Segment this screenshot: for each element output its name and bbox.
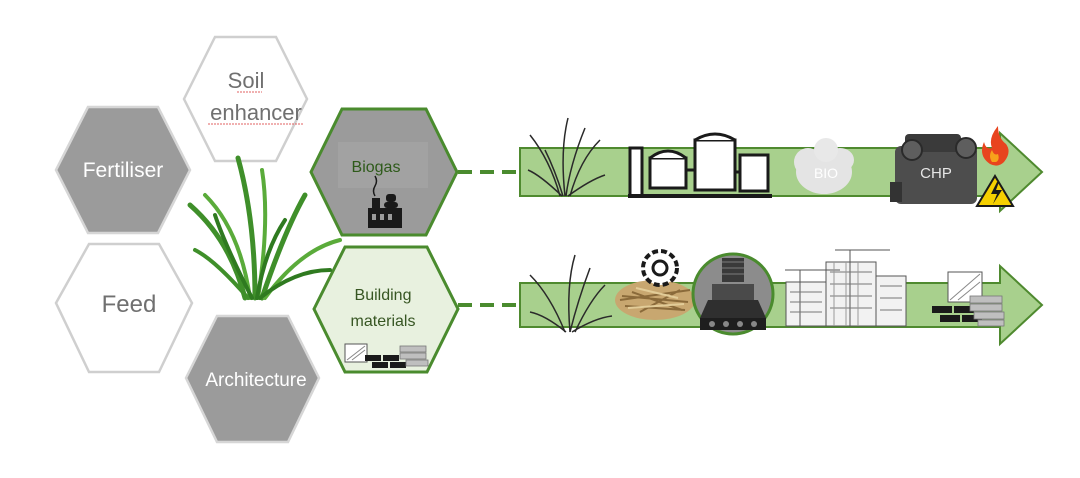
hex-building-materials: Building materials xyxy=(312,245,460,374)
hex-architecture: Architecture xyxy=(184,314,321,444)
biogas-plant-icon xyxy=(368,175,402,228)
hex-architecture-label: Architecture xyxy=(205,370,306,391)
hex-fertiliser: Fertiliser xyxy=(54,105,192,235)
bio-cloud-icon: BIO xyxy=(794,138,854,194)
press-machine-icon xyxy=(691,252,775,336)
hex-soil-label-1: Soil xyxy=(228,68,265,93)
gear-icon xyxy=(641,249,679,287)
bricks-icon xyxy=(932,271,1005,327)
grass-icon xyxy=(527,117,606,197)
bricks-icon xyxy=(344,343,429,368)
biogas-label-box xyxy=(338,142,428,188)
hex-building-label-2: materials xyxy=(351,313,416,330)
hex-biogas-label: Biogas xyxy=(352,159,401,176)
straw-pile-icon xyxy=(615,280,695,320)
fire-icon xyxy=(982,126,1009,166)
building-pathway-arrow xyxy=(519,249,1044,347)
bio-cloud-label: BIO xyxy=(814,165,838,181)
hex-soil-label-2: enhancer xyxy=(210,100,302,125)
hex-fertiliser-label: Fertiliser xyxy=(83,159,164,182)
hex-biogas: Biogas xyxy=(309,107,459,237)
chp-label: CHP xyxy=(920,165,952,182)
biogas-plant-icon xyxy=(628,132,772,198)
hex-feed: Feed xyxy=(54,242,194,374)
chp-engine-icon: CHP xyxy=(890,134,977,204)
construction-building-icon xyxy=(785,249,907,327)
hex-building-label-1: Building xyxy=(355,287,412,304)
hex-soil-enhancer: Soil enhancer xyxy=(182,35,309,163)
hex-feed-label: Feed xyxy=(102,291,157,318)
grass-icon xyxy=(529,254,613,333)
grass-plant-illustration xyxy=(187,155,342,301)
electricity-warning-icon xyxy=(975,174,1015,207)
biogas-pathway-arrow: BIO CHP xyxy=(519,117,1044,214)
